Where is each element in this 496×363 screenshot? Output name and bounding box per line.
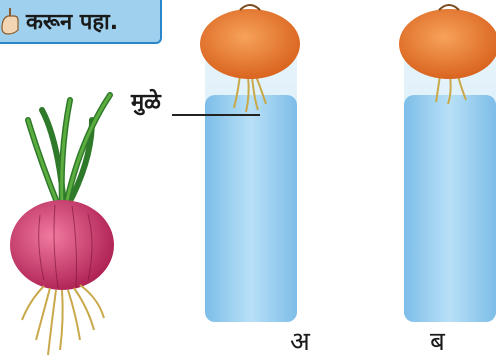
roots-pointer-line [172,114,260,116]
roots-label: मुळे [131,86,161,116]
glass-b-label: ब [430,322,445,358]
glass-a-label: अ [290,322,310,358]
hand-pointing-icon [0,6,24,36]
glass-a [200,5,300,322]
activity-header: करून पहा. [0,0,162,44]
sprouted-onion [10,95,114,355]
glass-b [399,5,496,322]
header-title: करून पहा. [26,6,118,36]
